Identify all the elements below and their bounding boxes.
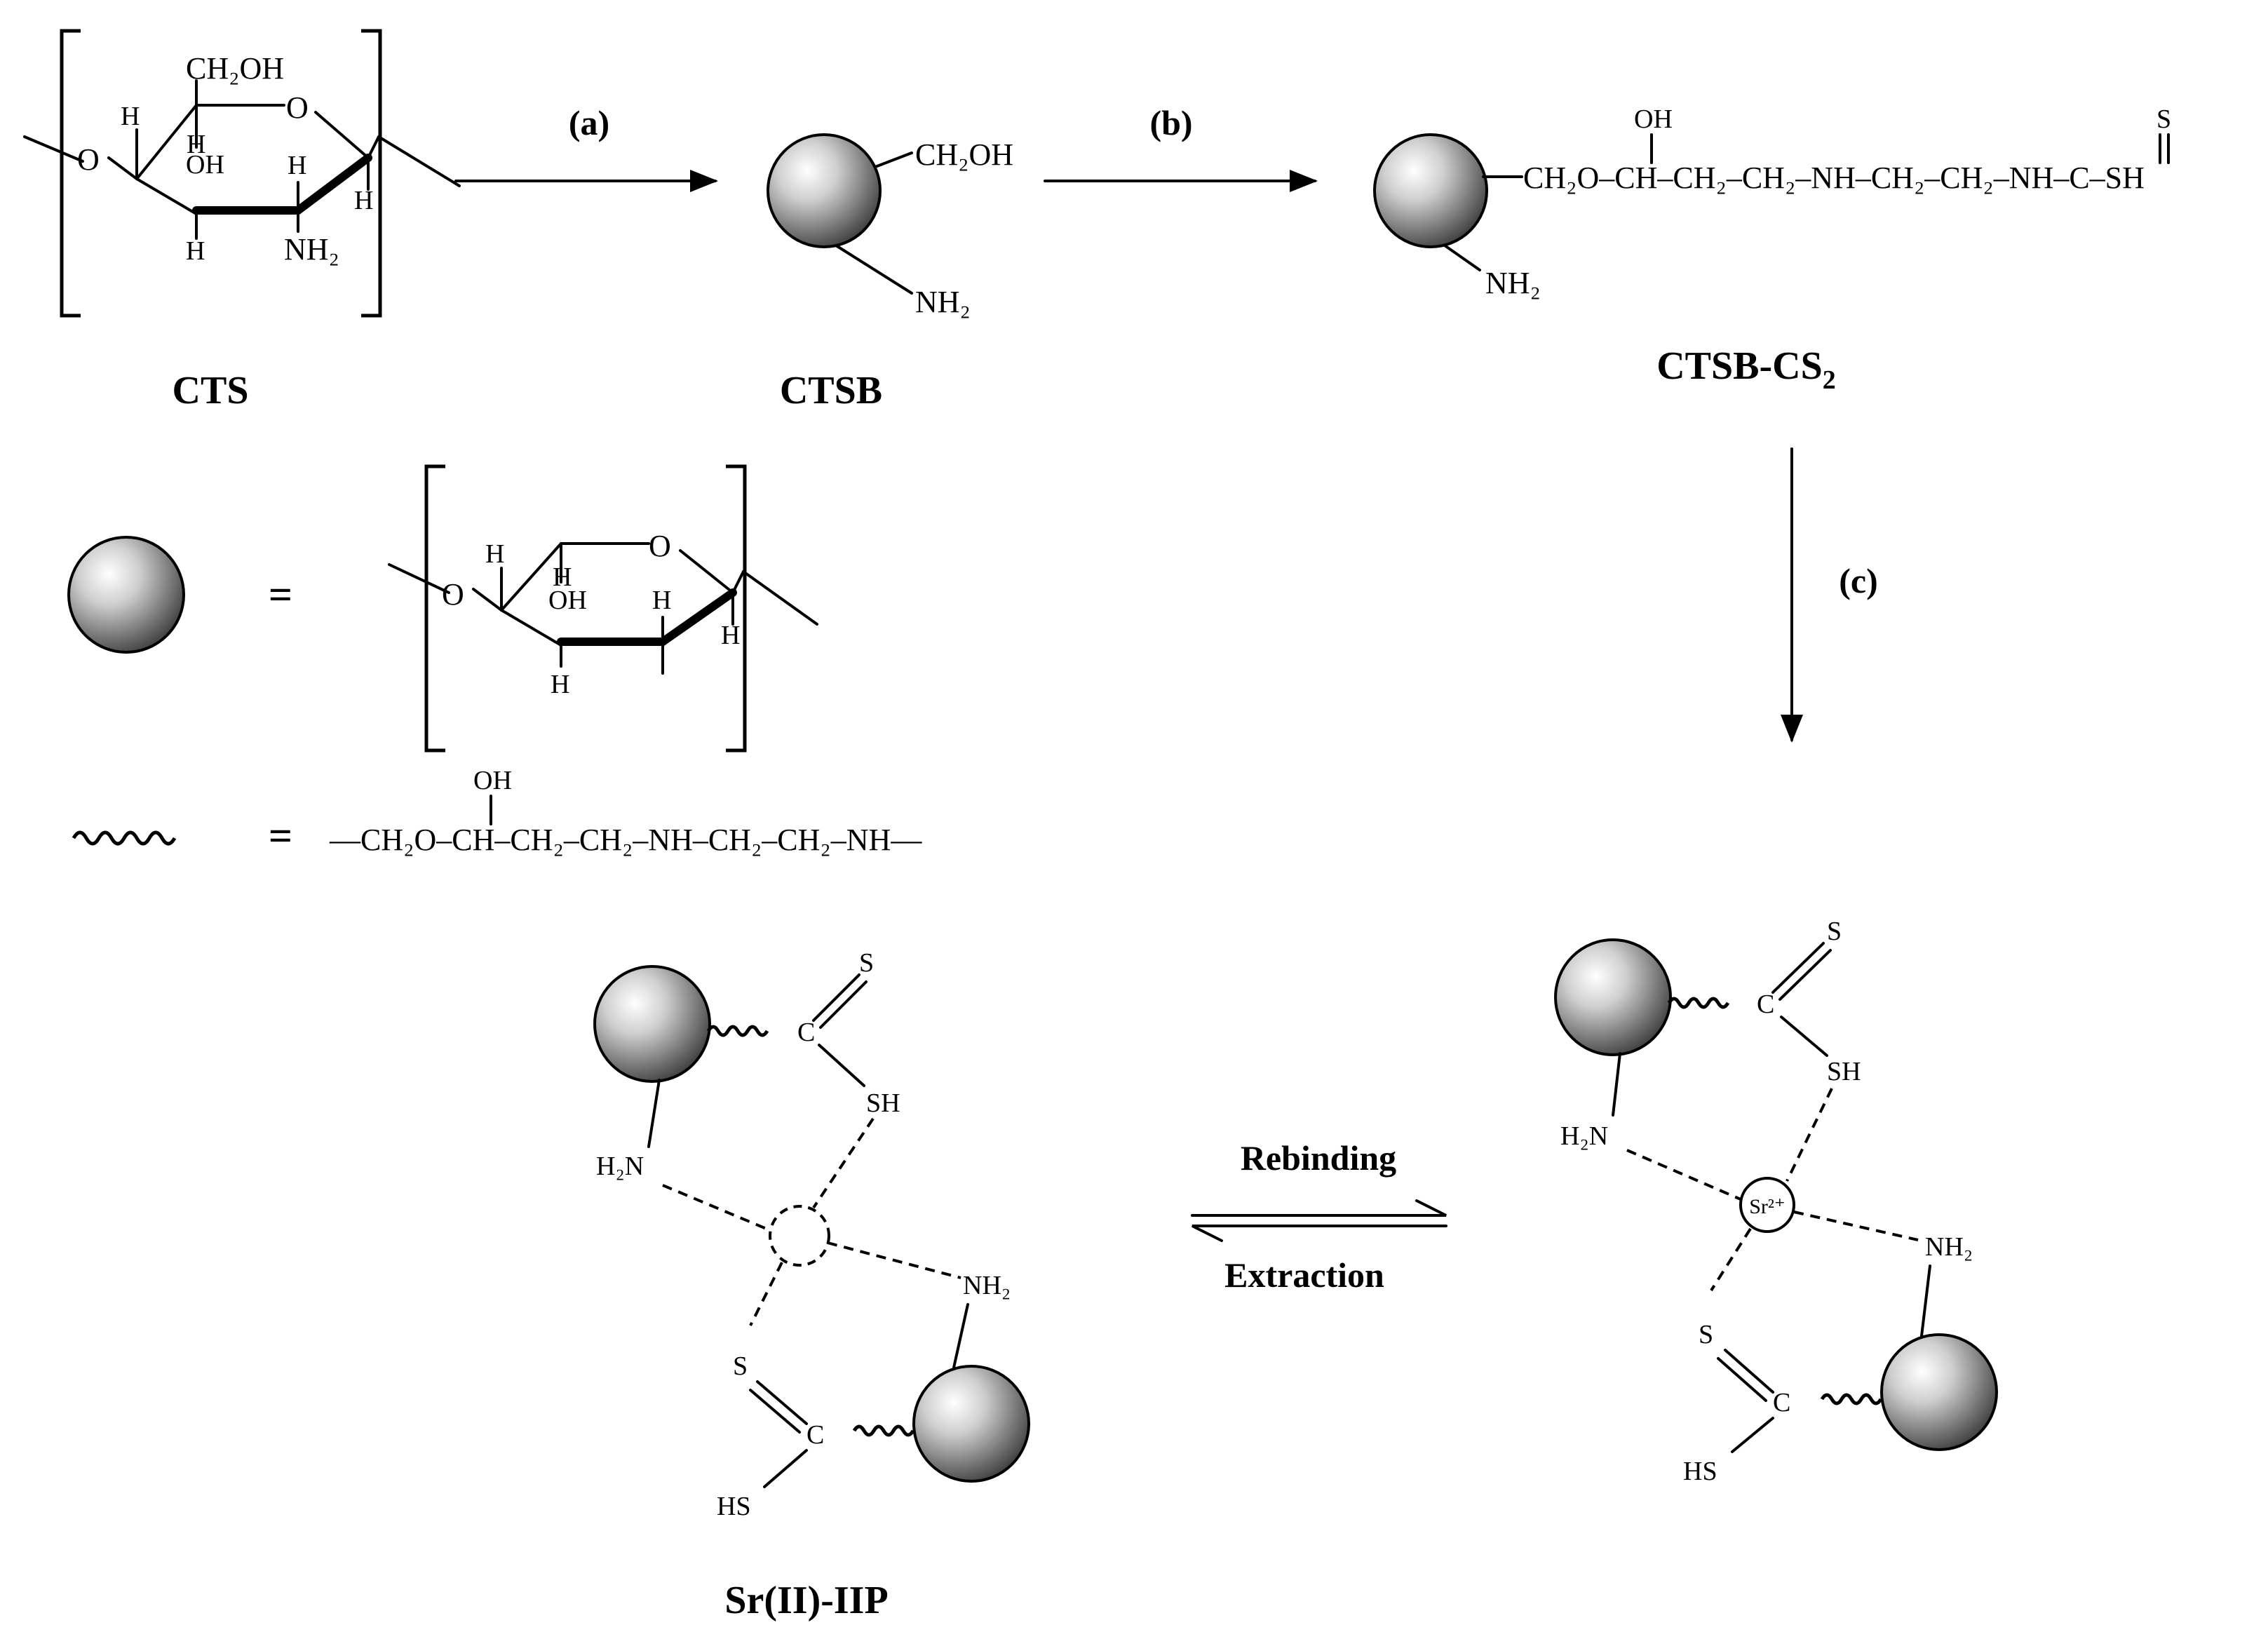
- legend-h-label: H: [485, 539, 504, 569]
- legend-h-label: H: [721, 621, 740, 650]
- legend-oh-label: OH: [548, 586, 587, 615]
- ctsb-cs2-oh-label: OH: [1634, 104, 1673, 134]
- iip-upper-sh-label: SH: [866, 1088, 900, 1118]
- complex-lower-hs-label: HS: [1683, 1457, 1717, 1486]
- iip-lower-hs-label: HS: [717, 1492, 751, 1521]
- step-b-label: (b): [1149, 103, 1192, 142]
- iip-lower-thione-s-label: S: [733, 1351, 748, 1381]
- legend-sphere-definition: = O O H H OH H H H: [67, 464, 818, 753]
- legend-h-label: H: [652, 586, 671, 615]
- ctsb-cs2-structure: NH₂ CH₂O–CH–CH₂–CH₂–NH–CH₂–CH₂–NH–C–SH O…: [1373, 104, 2171, 395]
- cts-ch2oh-label: CH₂OH: [186, 51, 284, 86]
- imprinted-cavity: [769, 1205, 830, 1267]
- cts-h-label: H: [186, 236, 205, 266]
- cts-h-label: H: [354, 186, 373, 215]
- complex-upper-h2n-label: H₂N: [1560, 1121, 1608, 1151]
- step-b-arrow: (b): [1044, 103, 1318, 192]
- legend-equals-sign: =: [269, 813, 292, 859]
- chitosan-bead-sphere: [912, 1365, 1030, 1483]
- cts-oh-label: OH: [186, 150, 224, 180]
- ctsb-nh2-label: NH₂: [915, 285, 971, 319]
- sr-bound-complex: C S SH H₂N Sr²⁺ NH₂ C S HS: [1554, 917, 1998, 1486]
- chitosan-bead-sphere: [1880, 1333, 1998, 1451]
- legend-ring-oxygen-label: O: [649, 529, 671, 563]
- complex-lower-thione-s-label: S: [1699, 1320, 1713, 1349]
- cts-h-label: H: [187, 130, 205, 159]
- equilibrium-arrows: Rebinding Extraction: [1191, 1138, 1447, 1295]
- ctsb-cs2-name: CTSB-CS2: [1656, 344, 1836, 395]
- step-c-arrow: (c): [1781, 447, 1878, 743]
- complex-upper-thione-s-label: S: [1827, 917, 1842, 946]
- cts-ring-oxygen-label: O: [286, 90, 309, 125]
- legend-linker-chain: —CH₂O–CH–CH₂–CH₂–NH–CH₂–CH₂–NH—: [329, 823, 922, 857]
- legend-equals-sign: =: [269, 572, 292, 618]
- extraction-label: Extraction: [1224, 1255, 1384, 1295]
- complex-upper-c-label: C: [1757, 990, 1774, 1019]
- strontium-ion: [1739, 1177, 1795, 1233]
- legend-h-label: H: [553, 562, 572, 592]
- chitosan-bead-sphere: [593, 965, 711, 1083]
- chitosan-bead-sphere: [1554, 938, 1672, 1056]
- complex-lower-nh2-label: NH₂: [1925, 1232, 1973, 1262]
- iip-upper-h2n-label: H₂N: [596, 1152, 644, 1181]
- rebinding-label: Rebinding: [1241, 1138, 1396, 1178]
- ctsb-structure: CH₂OH NH₂ CTSB: [767, 133, 1013, 412]
- step-c-label: (c): [1839, 561, 1878, 600]
- legend-glycosidic-oxygen-label: O: [442, 577, 464, 612]
- cts-h-label: H: [288, 151, 306, 180]
- ctsb-cs2-thione-s-label: S: [2156, 104, 2171, 134]
- ctsb-cs2-nh2-label: NH₂: [1485, 266, 1541, 300]
- cts-structure: CH₂OH O O H H OH H H H NH₂ CTS: [23, 29, 461, 412]
- chitosan-bead-sphere: [1373, 133, 1488, 248]
- iip-upper-c-label: C: [797, 1018, 815, 1047]
- iip-upper-thione-s-label: S: [859, 948, 874, 978]
- ctsb-ch2oh-label: CH₂OH: [915, 137, 1013, 172]
- legend-linker-definition: = —CH₂O–CH–CH₂–CH₂–NH–CH₂–CH₂–NH— OH: [72, 766, 922, 859]
- legend-sphere: [67, 536, 185, 654]
- strontium-ion-label: Sr²⁺: [1749, 1195, 1786, 1218]
- complex-lower-c-label: C: [1773, 1388, 1790, 1417]
- cts-nh2-label: NH₂: [284, 232, 339, 267]
- complex-upper-sh-label: SH: [1827, 1057, 1861, 1086]
- step-a-arrow: (a): [454, 103, 718, 192]
- ctsb-name: CTSB: [780, 369, 882, 412]
- step-a-label: (a): [569, 103, 609, 142]
- chitosan-bead-sphere: [767, 133, 882, 248]
- ctsb-cs2-chain: CH₂O–CH–CH₂–CH₂–NH–CH₂–CH₂–NH–C–SH: [1523, 161, 2145, 195]
- cts-name: CTS: [173, 369, 249, 412]
- iip-lower-c-label: C: [806, 1420, 824, 1450]
- sr-iip-name: Sr(II)-IIP: [724, 1579, 888, 1622]
- cts-h-label: H: [121, 102, 140, 131]
- legend-linker-oh-label: OH: [473, 766, 512, 795]
- legend-wavy-bond: [72, 830, 177, 846]
- iip-lower-nh2-label: NH₂: [963, 1271, 1011, 1300]
- legend-h-label: H: [551, 670, 569, 699]
- cts-glycosidic-oxygen-label: O: [77, 142, 100, 177]
- sr-iip-structure: C S SH H₂N NH₂ C S HS Sr(II)-IIP: [593, 948, 1030, 1622]
